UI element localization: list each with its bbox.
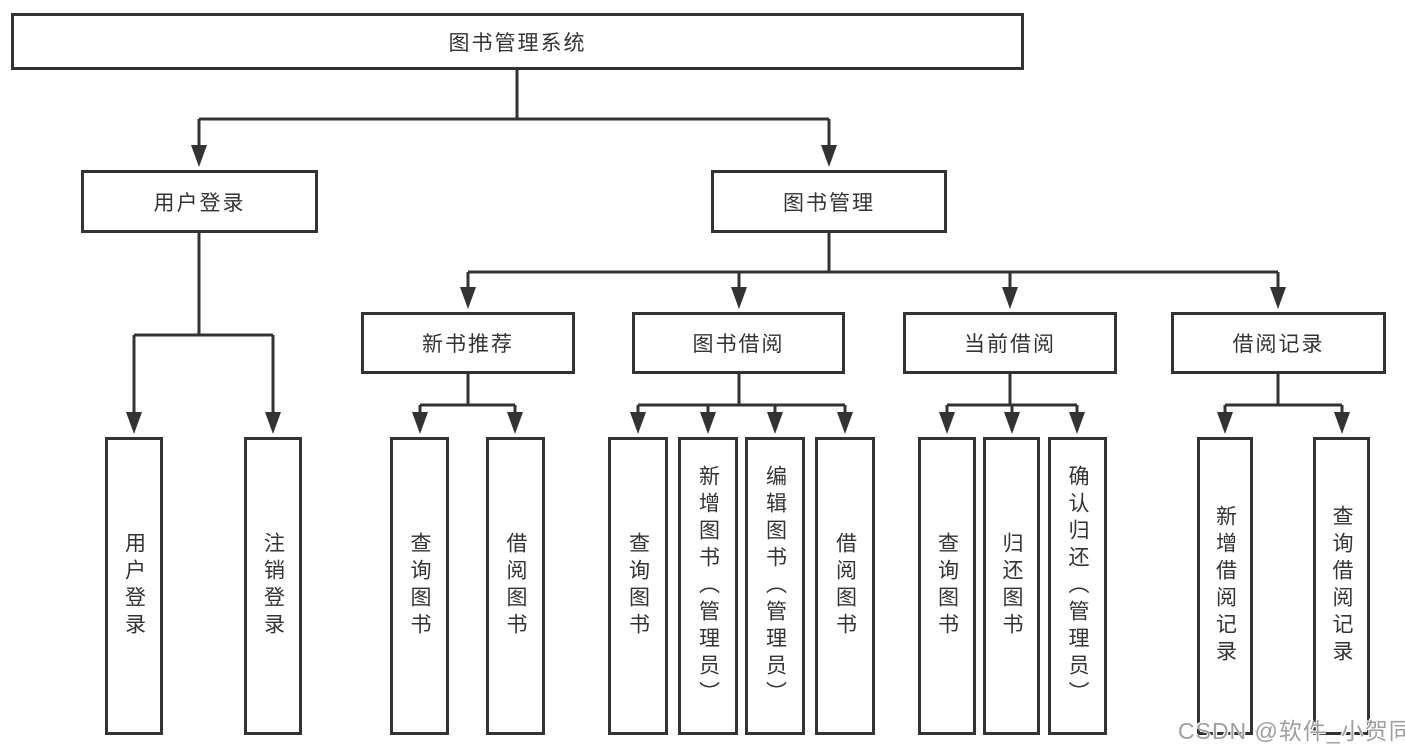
leaf-user-login: 用户登录	[105, 437, 163, 735]
node-label: 确认归还（管理员）	[1066, 464, 1089, 708]
leaf-logout: 注销登录	[244, 437, 302, 735]
leaf-add-borrow-record: 新增借阅记录	[1197, 437, 1253, 735]
leaf-confirm-return-admin: 确认归还（管理员）	[1048, 437, 1107, 735]
node-label: 新增借阅记录	[1213, 505, 1237, 667]
csdn-watermark: CSDN @软件_小贺同学	[1178, 718, 1405, 744]
leaf-borrow-books-borrow: 借阅图书	[815, 437, 875, 735]
node-label: 用户登录	[122, 532, 146, 640]
node-borrowing-records: 借阅记录	[1171, 312, 1386, 374]
node-label: 图书借阅	[692, 333, 785, 356]
node-label: 查询借阅记录	[1330, 505, 1353, 667]
node-label: 借阅记录	[1232, 333, 1325, 356]
leaf-query-books-borrow: 查询图书	[608, 437, 668, 735]
node-label: 查询图书	[626, 532, 650, 640]
leaf-borrow-books-recommend: 借阅图书	[486, 437, 545, 735]
node-new-book-recommendation: 新书推荐	[361, 312, 575, 374]
node-label: 图书管理	[783, 191, 875, 215]
node-label: 新书推荐	[422, 333, 514, 356]
node-book-borrowing: 图书借阅	[632, 312, 845, 374]
node-library-management-system: 图书管理系统	[11, 13, 1024, 70]
node-user-login: 用户登录	[81, 170, 318, 233]
leaf-add-book-admin: 新增图书（管理员）	[678, 437, 738, 735]
node-label: 图书管理系统	[448, 31, 587, 55]
leaf-query-books-recommend: 查询图书	[390, 437, 449, 735]
node-label: 借阅图书	[504, 532, 527, 640]
node-label: 用户登录	[153, 191, 246, 215]
leaf-edit-book-admin: 编辑图书（管理员）	[745, 437, 805, 735]
node-label: 查询图书	[935, 532, 959, 640]
leaf-query-borrow-record: 查询借阅记录	[1313, 437, 1370, 735]
node-label: 编辑图书（管理员）	[763, 464, 787, 708]
node-label: 归还图书	[1000, 532, 1023, 640]
node-label: 借阅图书	[833, 532, 857, 640]
node-label: 新增图书（管理员）	[696, 464, 720, 708]
leaf-query-books-current: 查询图书	[918, 437, 976, 735]
node-label: 注销登录	[261, 532, 285, 640]
node-label: 查询图书	[408, 532, 431, 640]
node-current-borrowing: 当前借阅	[903, 312, 1117, 374]
leaf-return-books: 归还图书	[983, 437, 1040, 735]
node-label: 当前借阅	[964, 333, 1056, 356]
node-book-management: 图书管理	[711, 170, 947, 233]
